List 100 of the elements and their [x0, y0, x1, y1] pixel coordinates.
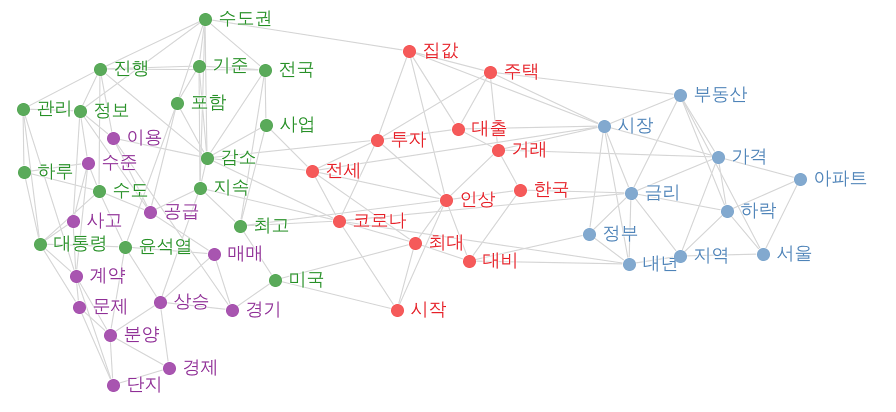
connector-line: [90, 168, 98, 186]
connector-line: [128, 252, 158, 297]
connector-line: [42, 249, 76, 302]
connector-line: [606, 132, 630, 188]
keyword-label: 단지: [126, 373, 162, 397]
connector-line: [682, 100, 716, 152]
keyword-label: 경기: [246, 298, 282, 322]
keyword-label: 인상: [460, 188, 496, 212]
connector-line: [126, 108, 176, 242]
keyword-label: 주택: [504, 60, 540, 84]
connector-line: [115, 338, 164, 366]
connector-line: [119, 369, 163, 384]
keyword-label: 거래: [512, 138, 548, 162]
connector-line: [78, 282, 112, 380]
connector-line: [98, 76, 101, 184]
connector-line: [472, 194, 517, 256]
connector-line: [204, 192, 236, 222]
connector-line: [496, 74, 598, 124]
keyword-label: 관리: [36, 97, 72, 121]
keyword-label: 최고: [254, 214, 290, 238]
connector-line: [398, 249, 414, 304]
keyword-label: 기준: [212, 54, 248, 78]
connector-line: [206, 188, 333, 220]
keyword-label: 진행: [114, 57, 150, 81]
connector-line: [22, 116, 24, 166]
keyword-label: 대비: [482, 249, 518, 273]
connector-line: [378, 56, 408, 134]
keyword-label: 서울: [776, 242, 812, 266]
connector-line: [318, 172, 440, 200]
keyword-label: 경제: [182, 356, 218, 380]
connector-line: [241, 131, 265, 220]
connector-line: [81, 312, 111, 380]
keyword-label: 분양: [124, 323, 160, 347]
keyword-label: 사고: [86, 209, 122, 233]
connector-line: [44, 194, 95, 240]
connector-line: [342, 226, 394, 305]
keyword-label: 대통령: [54, 232, 108, 256]
keyword-label: 가격: [732, 145, 768, 169]
connector-line: [281, 244, 409, 279]
connector-line: [200, 164, 206, 182]
keyword-label: 시장: [618, 114, 654, 138]
connector-line: [104, 72, 202, 154]
connector-line: [215, 260, 231, 304]
connector-line: [526, 190, 625, 194]
connector-line: [212, 128, 261, 156]
keyword-label: 지역: [694, 244, 730, 268]
keyword-label: 감소: [220, 146, 256, 170]
connector-line: [178, 24, 204, 98]
connector-line: [460, 77, 488, 124]
connector-line: [732, 181, 794, 209]
keyword-label: 상승: [174, 290, 210, 314]
connector-line: [765, 184, 798, 248]
keyword-label: 하락: [740, 199, 776, 223]
connector-line: [383, 129, 452, 140]
keyword-label: 최대: [428, 231, 464, 255]
connector-line: [160, 308, 169, 362]
connector-line: [236, 283, 270, 307]
connector-line: [610, 96, 674, 124]
keyword-label: 미국: [288, 268, 324, 292]
connector-line: [162, 194, 198, 296]
connector-line: [450, 154, 494, 196]
connector-line: [610, 127, 712, 156]
connector-line: [110, 341, 114, 379]
keyword-label: 하루: [38, 160, 74, 184]
keyword-label: 사업: [280, 113, 316, 137]
connector-line: [475, 234, 583, 260]
connector-line: [84, 114, 108, 134]
keyword-label: 수준: [102, 151, 138, 175]
connector-line: [682, 100, 726, 206]
connector-line: [412, 56, 456, 124]
connector-line: [180, 71, 196, 98]
connector-line: [382, 74, 485, 138]
connector-line: [212, 160, 334, 219]
connector-line: [210, 75, 262, 153]
connector-line: [496, 72, 674, 95]
connector-line: [150, 109, 176, 206]
keyword-label: 시작: [410, 298, 446, 322]
keyword-label: 전세: [326, 159, 362, 183]
connector-line: [410, 57, 446, 194]
keyword-label: 이용: [126, 126, 162, 150]
connector-line: [164, 258, 210, 298]
keyword-label: 지속: [214, 176, 250, 200]
keyword-label: 집값: [422, 39, 458, 63]
keyword-label: 계약: [90, 264, 126, 288]
keyword-label: 대출: [472, 117, 508, 141]
keyword-label: 윤석열: [138, 235, 192, 259]
connector-line: [724, 158, 794, 178]
connector-line: [682, 100, 761, 249]
keyword-label: 수도: [112, 179, 148, 203]
connector-line: [156, 190, 194, 210]
keyword-label: 정부: [602, 222, 638, 246]
connector-line: [594, 237, 624, 261]
connector-line: [76, 282, 79, 301]
keyword-label: 공급: [164, 200, 200, 224]
connector-line: [318, 126, 598, 171]
connector-line: [281, 280, 391, 310]
connector-line: [633, 100, 678, 188]
connector-line: [399, 206, 444, 304]
connector-line: [45, 224, 68, 241]
connector-line: [593, 197, 627, 230]
